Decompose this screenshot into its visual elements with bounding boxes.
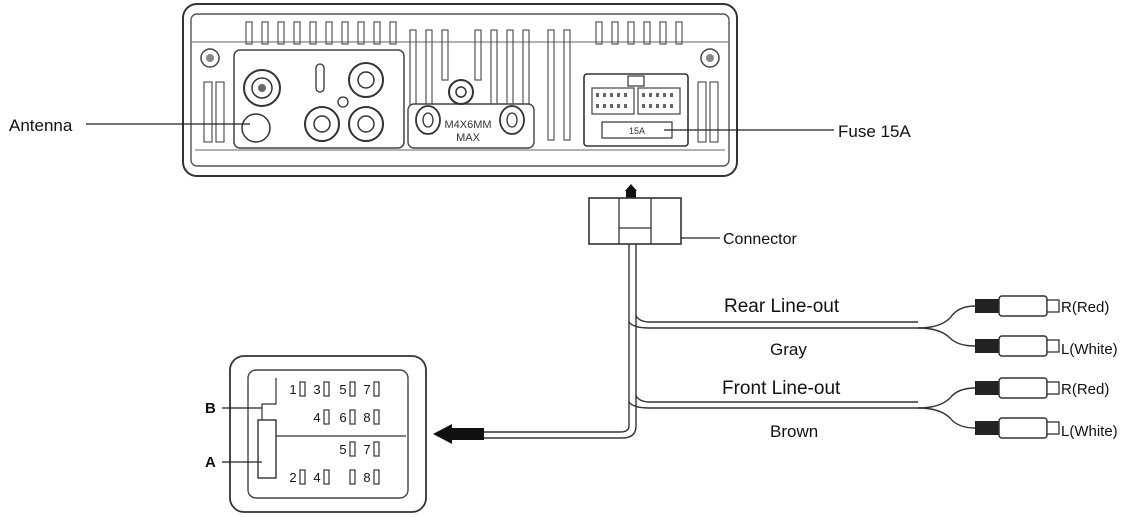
rear-line-out-label: Rear Line-out — [724, 296, 840, 317]
pin-number: 4 — [313, 470, 320, 485]
block-b-callout: B — [205, 400, 262, 417]
pin-number: 1 — [289, 382, 296, 397]
pin-number: 5 — [339, 382, 346, 397]
mounting-screw-left — [200, 48, 220, 68]
rear-cable-color-label: Gray — [770, 340, 807, 359]
side-slots — [203, 81, 719, 143]
front-right-plug-label: R(Red) — [1061, 381, 1109, 398]
iso-socket-block: 15A — [583, 73, 689, 147]
rca-plug-front-right: R(Red) — [975, 377, 1109, 399]
pin-number: 7 — [363, 442, 370, 457]
front-line-out-label: Front Line-out — [722, 378, 841, 399]
connector-label: Connector — [723, 231, 797, 248]
pin-number: 4 — [313, 410, 320, 425]
connector: Connector — [588, 184, 797, 248]
cable-harness — [480, 244, 976, 439]
pin-number: 8 — [363, 410, 370, 425]
iso-connector — [229, 355, 427, 513]
block-a-callout: A — [205, 454, 262, 471]
fuse-label: Fuse 15A — [838, 122, 911, 141]
pin-number: 5 — [339, 442, 346, 457]
screw-size-note: M4X6MM — [444, 119, 491, 131]
pin-number: 6 — [339, 410, 346, 425]
screw-size-note-max: MAX — [456, 132, 481, 144]
fuse-rating: 15A — [629, 126, 645, 136]
rca-plug-rear-left: L(White) — [975, 335, 1118, 358]
front-left-plug-label: L(White) — [1061, 423, 1118, 440]
antenna-socket-area — [233, 49, 405, 149]
pin-number: 7 — [363, 382, 370, 397]
mounting-screw-right — [700, 48, 720, 68]
pin-number: 8 — [363, 470, 370, 485]
fuse-callout: Fuse 15A — [664, 122, 911, 141]
arrow-left-icon — [433, 424, 484, 444]
iso-pin-slots — [299, 381, 380, 485]
block-b-label: B — [205, 400, 216, 417]
antenna-label: Antenna — [9, 116, 73, 135]
block-a-label: A — [205, 454, 216, 471]
pin-number: 2 — [289, 470, 296, 485]
rca-plug-front-left: L(White) — [975, 417, 1118, 440]
iso-pin-numbers: 1 3 5 7 4 6 8 5 7 2 4 8 — [289, 382, 370, 485]
rear-left-plug-label: L(White) — [1061, 341, 1118, 358]
antenna-callout: Antenna — [9, 116, 250, 135]
pin-number: 3 — [313, 382, 320, 397]
front-cable-color-label: Brown — [770, 422, 818, 441]
rear-right-plug-label: R(Red) — [1061, 299, 1109, 316]
rca-plug-rear-right: R(Red) — [975, 295, 1109, 317]
head-unit-rear-panel: M4X6MM MAX 15A — [182, 3, 738, 177]
center-screw-area: M4X6MM MAX — [407, 79, 535, 149]
